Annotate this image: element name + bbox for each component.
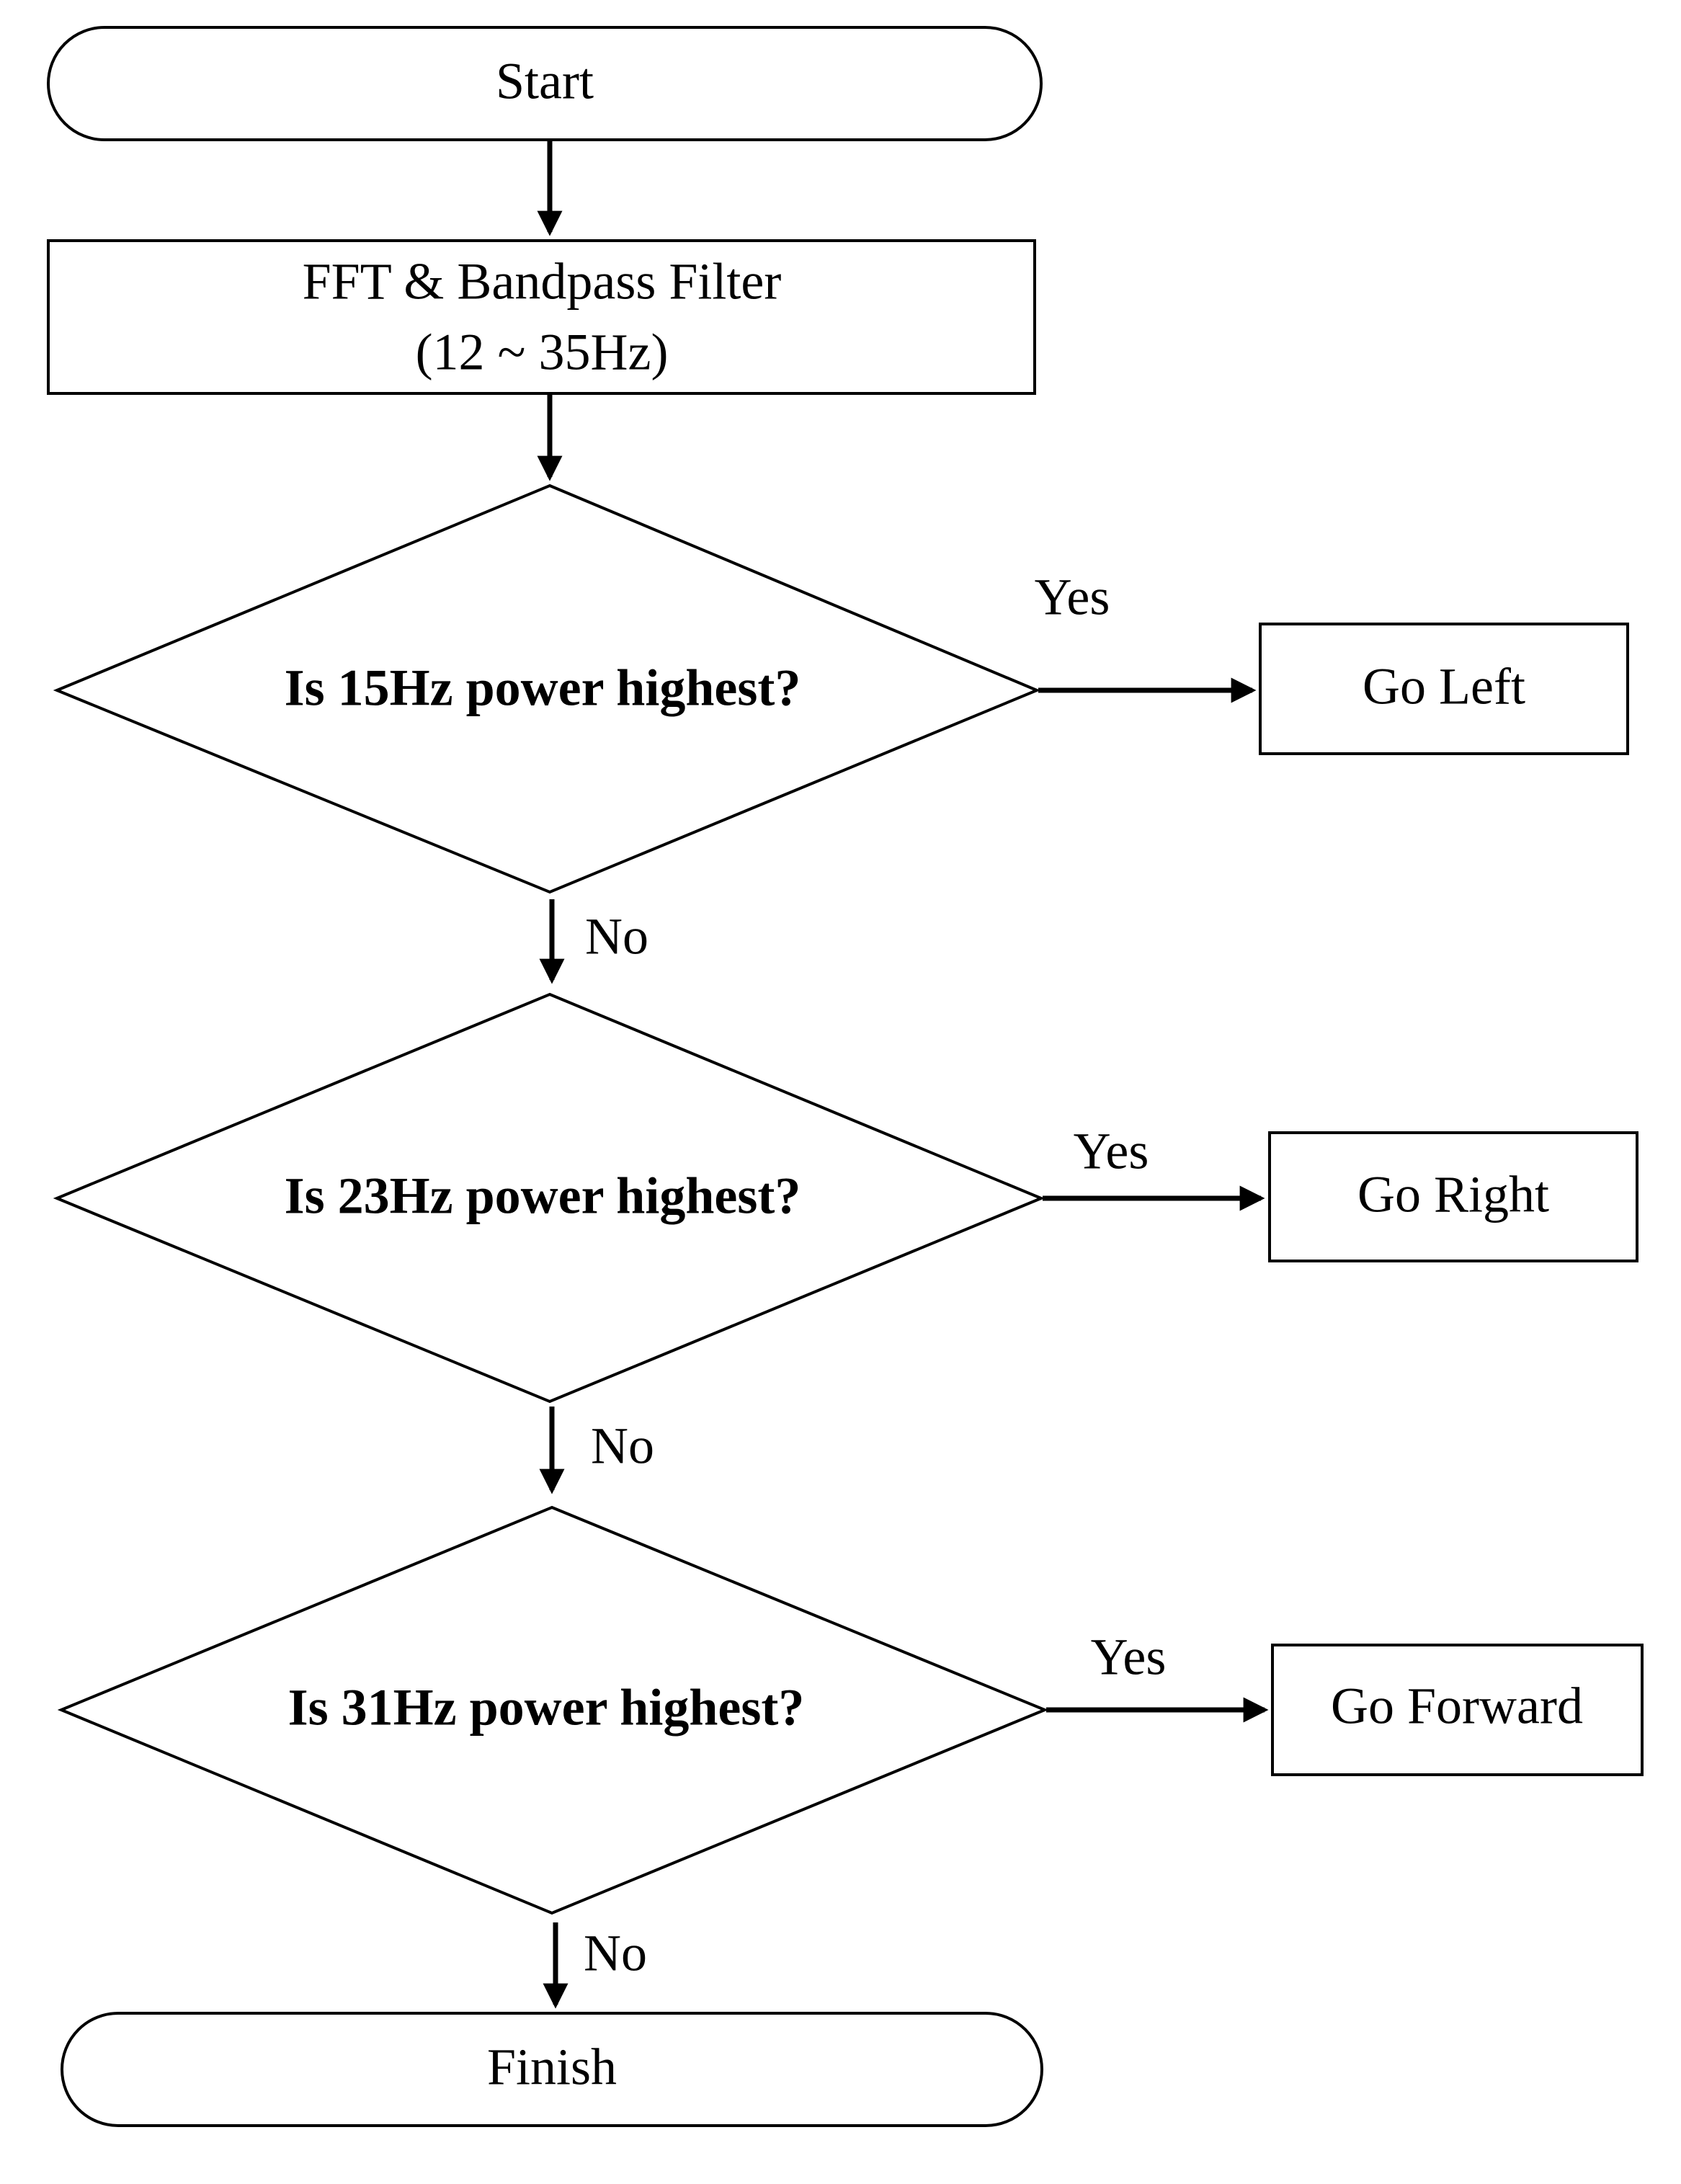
- action3-node: Go Forward: [1271, 1644, 1644, 1776]
- action1-node: Go Left: [1259, 623, 1629, 755]
- start-label: Start: [496, 53, 594, 110]
- finish-label: Finish: [487, 2038, 617, 2096]
- decision1-yes-label: Yes: [1035, 569, 1110, 626]
- decision1-node: Is 15Hz power highest?: [53, 483, 1041, 894]
- finish-node: Finish: [61, 2012, 1043, 2127]
- decision3-node: Is 31Hz power highest?: [57, 1505, 1049, 1915]
- decision1-no-label: No: [585, 908, 648, 966]
- decision2-node: Is 23Hz power highest?: [53, 992, 1045, 1404]
- action1-label: Go Left: [1363, 658, 1525, 716]
- filter-label-line1: FFT & Bandpass Filter: [303, 253, 782, 311]
- decision3-label: Is 31Hz power highest?: [288, 1679, 805, 1737]
- decision2-yes-label: Yes: [1074, 1123, 1149, 1180]
- action2-label: Go Right: [1357, 1166, 1549, 1224]
- filter-label-line2: (12 ~ 35Hz): [416, 324, 669, 381]
- decision2-label: Is 23Hz power highest?: [285, 1167, 801, 1225]
- decision3-yes-label: Yes: [1091, 1628, 1167, 1686]
- start-node: Start: [47, 26, 1043, 141]
- decision1-label: Is 15Hz power highest?: [285, 659, 801, 717]
- filter-node: FFT & Bandpass Filter (12 ~ 35Hz): [47, 239, 1036, 395]
- action3-label: Go Forward: [1331, 1677, 1583, 1735]
- decision2-no-label: No: [591, 1417, 654, 1475]
- decision3-no-label: No: [584, 1925, 647, 1982]
- action2-node: Go Right: [1268, 1131, 1638, 1262]
